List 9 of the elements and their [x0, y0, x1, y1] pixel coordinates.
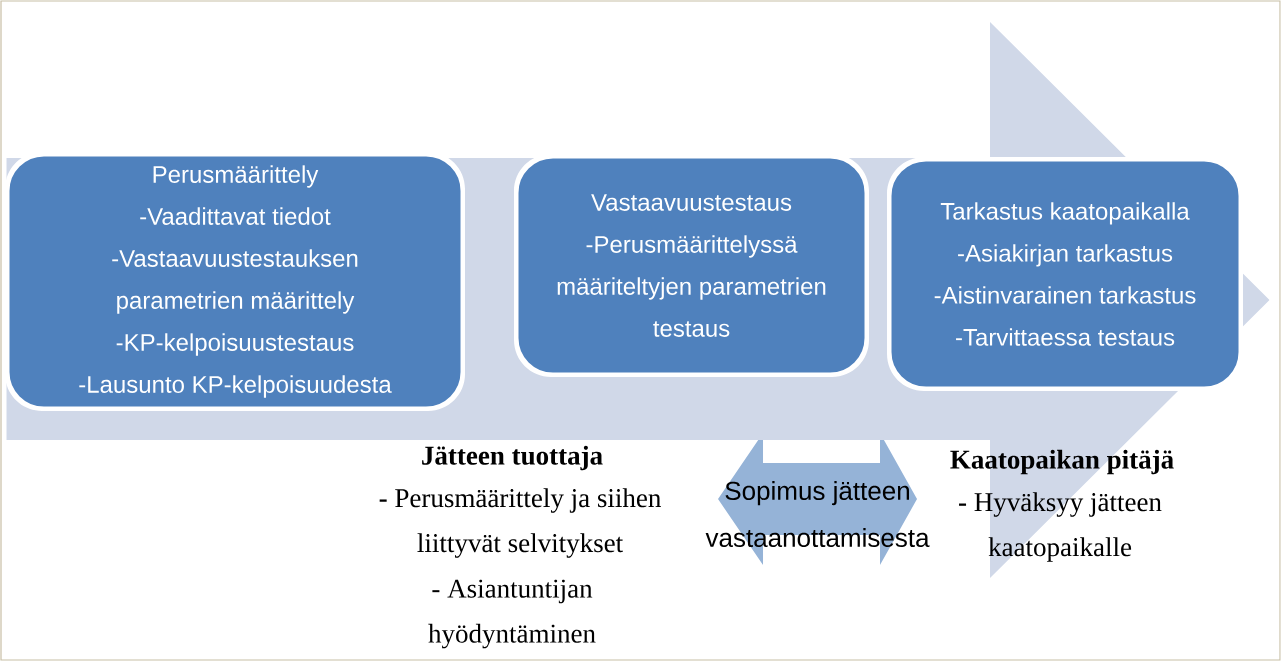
role-note: - Perusmäärittely ja siihen liittyvät selvitykset	[379, 488, 661, 558]
process-box: Tarkastus kaatopaikalla -Asiakirjan tarkastus -Aistinvarainen tarkastus -Tarvittaessa testaus	[888, 158, 1242, 390]
role-note: - Hyväksyy jätteen kaatopaikalle	[959, 492, 1162, 562]
block-arrow	[6, 22, 1270, 578]
role-heading: Jätteen tuottaja	[422, 445, 603, 471]
process-box: Vastaavuustestaus -Perusmäärittelyssä määriteltyjen parametrien testaus	[515, 155, 868, 376]
process-box: Perusmäärittely -Vaadittavat tiedot -Vastaavuustestauksen parametrien määrittely -KP-kelpoisuustestaus -Lausunto KP-kelpoisuudesta	[6, 153, 464, 410]
role-note: - Asiantuntijan hyödyntäminen	[428, 579, 596, 649]
role-heading: Kaatopaikan pitäjä	[950, 449, 1174, 475]
